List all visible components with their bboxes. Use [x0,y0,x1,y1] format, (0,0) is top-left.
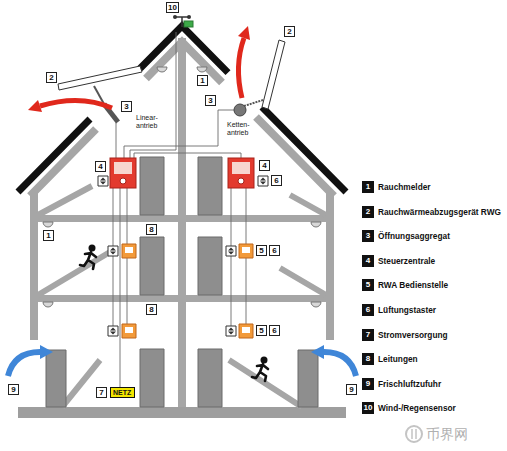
running-person-body [252,364,268,381]
wind-sensor-cup [173,15,177,19]
roof-outer [18,26,346,192]
callout-number: 3 [121,101,132,112]
legend-label: Stromversorgung [378,329,448,341]
legend-label: Wind-/Regensensor [378,402,456,414]
legend-label: RWA Bedienstelle [378,279,448,291]
callout-number: 6 [269,245,280,256]
running-person-head [89,245,96,252]
component-label: Linear- antrieb [136,114,158,130]
callout-number: 2 [46,72,57,83]
legend-number: 10 [362,402,374,414]
callout-number: 10 [166,2,179,13]
callout-number: 8 [146,304,157,315]
walls-and-floors [30,38,334,407]
roof-inner [30,42,334,196]
callout-number: 5 [256,245,267,256]
legend-number: 6 [362,304,374,316]
legend-label: Öffnungsaggregat [378,230,450,242]
rain-sensor [184,21,193,27]
fresh-air-arrow [324,352,356,376]
control-panel [110,158,136,188]
legend-number: 5 [362,279,374,291]
wind-sensor-cup [187,15,191,19]
legend-label: Rauchmelder [378,181,431,193]
chain [244,100,263,106]
smoke-flow-arrowhead [238,26,250,40]
rwa-button [122,244,253,338]
control-panel-display [232,162,250,174]
component-label: Ketten- antrieb [227,121,250,137]
callout-number: 9 [346,384,357,395]
smoke-vent-pane [58,66,142,90]
callout-number: 7 [96,387,107,398]
legend-label: Leitungen [378,353,418,365]
legend-number: 3 [362,230,374,242]
callout-number: 3 [205,95,216,106]
watermark-logo [412,429,416,439]
smoke-flow-arrow [238,38,244,98]
smoke-vent-pane [262,40,285,109]
control-panel-button [120,178,126,184]
callout-number: 5 [256,325,267,336]
running-person [252,357,268,382]
smoke-flow-arrowhead [28,100,42,112]
running-person-head [261,357,268,364]
ground-slab [18,407,346,418]
control-panel-button [238,178,244,184]
legend-number: 4 [362,255,374,267]
callout-number: 6 [271,175,282,186]
stairs [38,186,326,407]
door [46,157,318,407]
callout-number: 2 [284,26,295,37]
legend-number: 7 [362,329,374,341]
legend-label: Frischluftzufuhr [378,378,441,390]
legend-label: Rauchwärmeabzugsgerät RWG [378,206,501,218]
rwa-button-window [125,247,250,333]
running-person-body [80,252,96,269]
legend-label: Lüftungstaster [378,304,436,316]
callout-number: 1 [197,75,208,86]
legend-number: 8 [362,353,374,365]
callout-number: 9 [8,384,19,395]
callout-number: 8 [146,224,157,235]
watermark: 币界网 [426,426,468,442]
fresh-air-arrow [8,352,40,376]
legend-number: 2 [362,206,374,218]
callout-number: 6 [269,325,280,336]
callout-number: 4 [259,160,270,171]
power-supply-box: NETZ [110,387,135,398]
smoke-flow-arrow [40,100,112,108]
node-text: NETZ [113,388,132,397]
legend-label: Steuerzentrale [378,255,435,267]
legend-number: 1 [362,181,374,193]
callout-number: 1 [43,230,54,241]
fresh-air-arrowhead [40,345,53,359]
control-panel-display [114,162,132,174]
legend-number: 9 [362,378,374,390]
running-person [80,245,96,270]
watermark-logo [406,426,422,442]
control-panel [228,158,254,188]
fresh-air-arrowhead [311,345,324,359]
callout-number: 4 [95,161,106,172]
